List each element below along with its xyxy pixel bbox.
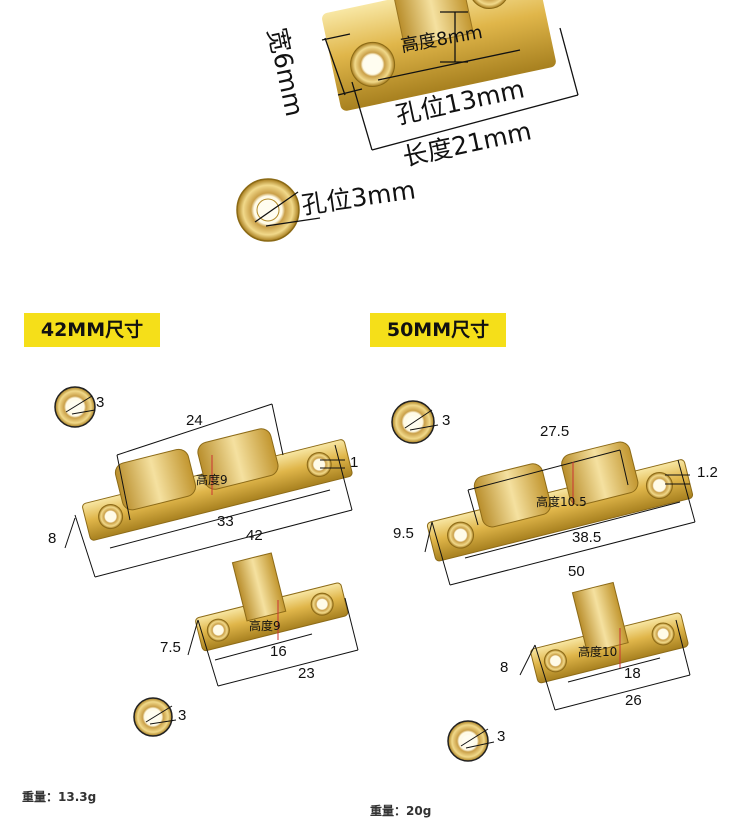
right-strike-width-label: 8 bbox=[500, 659, 508, 676]
left-catch-hole-pitch-label: 33 bbox=[217, 513, 234, 530]
right-size-banner: 50MM尺寸 bbox=[370, 313, 506, 347]
left-strike-width-label: 7.5 bbox=[160, 639, 181, 656]
right-panel-drawing: 3 27.5 1.2 高度10.5 9.5 38.5 50 bbox=[391, 400, 718, 762]
right-catch-length-label: 50 bbox=[568, 563, 585, 580]
left-catch-length-inner-label: 24 bbox=[186, 412, 203, 429]
left-strike-height-label: 高度9 bbox=[249, 618, 281, 633]
top-plate bbox=[322, 0, 556, 111]
right-catch-width-label: 9.5 bbox=[393, 525, 414, 542]
right-strike-length-label: 26 bbox=[625, 692, 642, 709]
right-catch-height-label: 高度10.5 bbox=[536, 494, 587, 509]
left-panel-drawing: 3 24 1 高度9 8 33 42 bbox=[48, 386, 359, 737]
left-size-banner: 42MM尺寸 bbox=[24, 313, 160, 347]
right-catch-edge-label: 1.2 bbox=[697, 464, 718, 481]
left-catch-width-label: 8 bbox=[48, 530, 56, 547]
top-hole bbox=[236, 178, 321, 242]
right-hole-bottom-label: 3 bbox=[497, 728, 505, 745]
right-hole-top-label: 3 bbox=[442, 412, 450, 429]
left-hole-top-label: 3 bbox=[96, 394, 104, 411]
top-detail: 宽6mm 高度8mm 孔位13mm 长度21mm 孔位3mm bbox=[236, 0, 579, 242]
right-weight-label: 重量：20g bbox=[370, 804, 432, 818]
right-strike-hole-pitch-label: 18 bbox=[624, 665, 641, 682]
left-strike-length-label: 23 bbox=[298, 665, 315, 682]
right-catch-hole-pitch-label: 38.5 bbox=[572, 529, 601, 546]
hole-label: 孔位3mm bbox=[300, 175, 418, 220]
left-strike-hole-pitch-label: 16 bbox=[270, 643, 287, 660]
left-hole-bottom-label: 3 bbox=[178, 707, 186, 724]
right-catch-length-inner-label: 27.5 bbox=[540, 423, 569, 440]
right-strike-height-label: 高度10 bbox=[578, 644, 617, 659]
left-catch-height-label: 高度9 bbox=[196, 472, 228, 487]
left-weight-label: 重量：13.3g bbox=[22, 790, 97, 804]
width-label: 宽6mm bbox=[262, 25, 309, 119]
left-catch-edge-label: 1 bbox=[350, 454, 358, 471]
left-catch-length-label: 42 bbox=[246, 527, 263, 544]
